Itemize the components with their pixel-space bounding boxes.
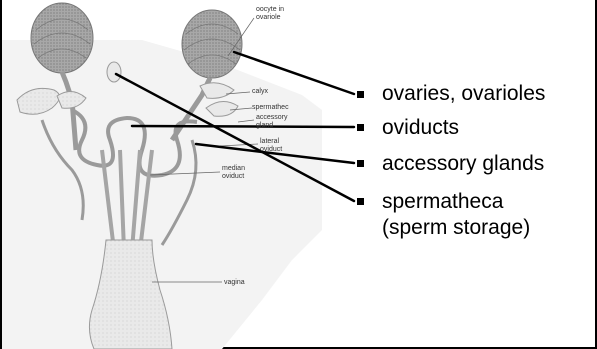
spermatheca-left [107, 62, 121, 82]
bullet-oviducts [357, 124, 364, 131]
pointer-line-oviducts [132, 126, 354, 127]
label-oocyte-in-ovariole: oocyte in ovariole [256, 6, 284, 22]
label-accessory-gland: accessory gland [256, 114, 288, 130]
label-calyx: calyx [252, 88, 268, 96]
bullet-accessory-glands [357, 160, 364, 167]
legend-spermatheca: spermatheca [382, 189, 503, 214]
bullet-spermatheca [357, 198, 364, 205]
label-median-oviduct: median oviduct [222, 165, 245, 181]
bullet-ovaries [357, 91, 364, 98]
legend-sperm-storage: (sperm storage) [382, 215, 530, 240]
legend-ovaries: ovaries, ovarioles [382, 81, 545, 106]
legend-oviducts: oviducts [382, 115, 459, 140]
label-vagina: vagina [224, 279, 245, 287]
label-lateral-oviduct: lateral oviduct [260, 138, 282, 154]
legend-accessory-glands: accessory glands [382, 151, 544, 176]
label-spermatheca-small: spermathec [252, 104, 289, 112]
